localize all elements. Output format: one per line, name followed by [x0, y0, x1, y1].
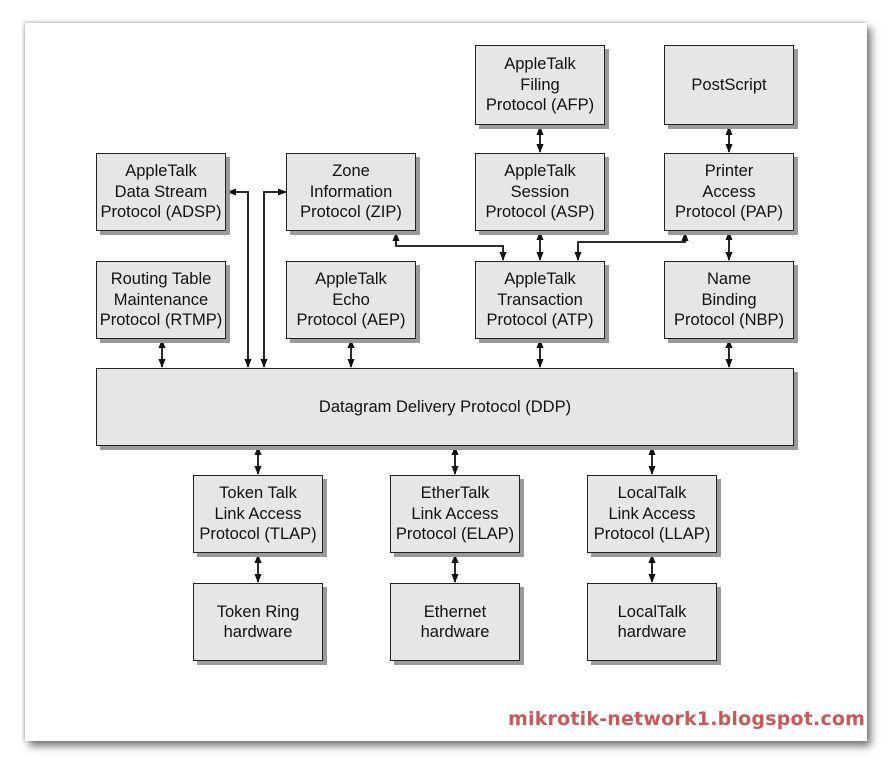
postscript-box: PostScript [664, 45, 794, 125]
ethernet-hardware-box: Ethernet hardware [390, 583, 520, 661]
tlap-box: Token Talk Link Access Protocol (TLAP) [193, 475, 323, 553]
arrow-zip-ddp [260, 188, 287, 368]
rtmp-box: Routing Table Maintenance Protocol (RTMP… [96, 261, 226, 339]
zip-box: Zone Information Protocol (ZIP) [286, 153, 416, 231]
token-ring-hardware-box: Token Ring hardware [193, 583, 323, 661]
arrow-zip-atp [392, 232, 507, 261]
llap-box: LocalTalk Link Access Protocol (LLAP) [587, 475, 717, 553]
elap-box: EtherTalk Link Access Protocol (ELAP) [390, 475, 520, 553]
ddp-box: Datagram Delivery Protocol (DDP) [96, 368, 794, 446]
localtalk-hardware-box: LocalTalk hardware [587, 583, 717, 661]
atp-box: AppleTalk Transaction Protocol (ATP) [475, 261, 605, 339]
asp-box: AppleTalk Session Protocol (ASP) [475, 153, 605, 231]
watermark: mikrotik-network1.blogspot.com [508, 708, 866, 730]
arrow-adsp-ddp [227, 188, 252, 368]
adsp-box: AppleTalk Data Stream Protocol (ADSP) [96, 153, 226, 231]
pap-box: Printer Access Protocol (PAP) [664, 153, 794, 231]
nbp-box: Name Binding Protocol (NBP) [664, 261, 794, 339]
afp-box: AppleTalk Filing Protocol (AFP) [475, 45, 605, 125]
arrow-pap-atp [574, 232, 689, 261]
aep-box: AppleTalk Echo Protocol (AEP) [286, 261, 416, 339]
